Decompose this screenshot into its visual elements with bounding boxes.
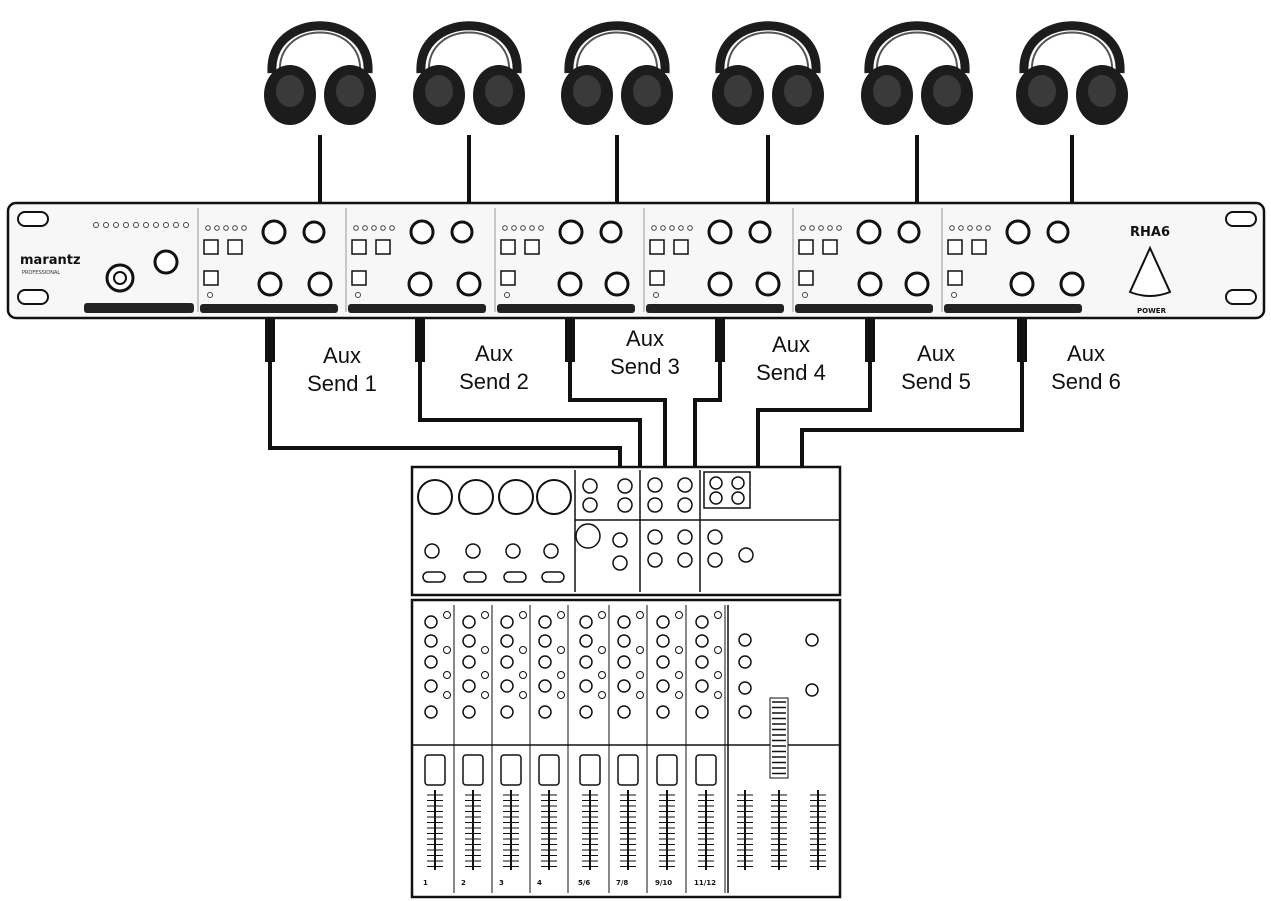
mixer-channel-3: 3	[499, 605, 531, 893]
headphone-2	[413, 26, 525, 125]
aux-send-plug-3	[565, 318, 575, 362]
amp-input-jack-1	[257, 271, 283, 297]
mixer-channel-label-3: 3	[499, 879, 504, 887]
amp-channel-5	[792, 208, 933, 313]
amp-level-knob-3	[558, 219, 584, 245]
mixer-level-meter	[769, 697, 789, 779]
mixer-channel-1: 1	[423, 605, 455, 893]
mixer-usb-block	[703, 471, 751, 509]
amp-channel-3	[494, 208, 635, 313]
amp-channel-2	[345, 208, 486, 313]
amp-balance-knob-6	[1046, 220, 1070, 244]
brand-sub: PROFESSIONAL	[22, 270, 60, 276]
mixer-channel-label-4: 4	[537, 879, 542, 887]
amp-balance-knob-2	[450, 220, 474, 244]
mic-input-1	[417, 479, 453, 515]
mixer-channel-8: 11/12	[694, 605, 726, 893]
headphone-amplifier: marantz PROFESSIONAL RHA6 POWER	[6, 201, 1266, 320]
amp-headphone-jack-2	[456, 271, 482, 297]
amp-headphone-jack-1	[307, 271, 333, 297]
mixer-channel-label-6: 7/8	[616, 879, 628, 887]
mixer-channel-label-1: 1	[423, 879, 428, 887]
headphone-cables	[318, 135, 1074, 212]
amp-channel-6	[941, 208, 1085, 313]
headphone-6	[1016, 26, 1128, 125]
aux-send-plug-2	[415, 318, 425, 362]
amp-level-knob-2	[409, 219, 435, 245]
mixer-channel-label-2: 2	[461, 879, 466, 887]
mic-input-3	[498, 479, 534, 515]
aux-send-cable-4	[693, 330, 722, 467]
aux-send-plug-4	[715, 318, 725, 362]
headphone-5	[861, 26, 973, 125]
amp-input-jack-6	[1009, 271, 1035, 297]
amp-level-knob-1	[261, 219, 287, 245]
brand-logo: marantz	[20, 253, 81, 268]
amp-level-knob-5	[856, 219, 882, 245]
amp-balance-knob-3	[599, 220, 623, 244]
mixer-channel-7: 9/10	[655, 605, 687, 893]
amp-input-jack-4	[707, 271, 733, 297]
headphone-1	[264, 26, 376, 125]
amp-input-jack-2	[407, 271, 433, 297]
aux-send-cable-1	[268, 330, 622, 467]
amp-headphone-jack-5	[904, 271, 930, 297]
mic-input-4	[536, 479, 572, 515]
amp-balance-knob-4	[748, 220, 772, 244]
power-button	[1128, 245, 1172, 297]
amp-headphone-jack-4	[755, 271, 781, 297]
mixer-channel-4: 4	[537, 605, 569, 893]
amp-headphone-jack-3	[604, 271, 630, 297]
amp-channel-1	[197, 208, 338, 313]
mic-input-2	[458, 479, 494, 515]
mixer-channel-5: 5/6	[578, 605, 610, 893]
mixer-channel-label-7: 9/10	[655, 879, 672, 887]
amp-headphone-jack-6	[1059, 271, 1085, 297]
amp-input-jack-5	[857, 271, 883, 297]
amp-balance-knob-1	[302, 220, 326, 244]
amp-balance-knob-5	[897, 220, 921, 244]
aux-send-cable-3	[568, 330, 667, 467]
mixer-channel-6: 7/8	[616, 605, 648, 893]
aux-send-cable-6	[800, 330, 1024, 467]
amp-channel-4	[643, 208, 784, 313]
headphone-4	[712, 26, 824, 125]
amp-level-knob-4	[707, 219, 733, 245]
aux-send-cable-5	[756, 330, 872, 467]
aux-send-plug-1	[265, 318, 275, 362]
input-level-knob	[153, 249, 179, 275]
aux-send-plug-5	[865, 318, 875, 362]
mixer-channel-2: 2	[461, 605, 493, 893]
aux-send-plug-6	[1017, 318, 1027, 362]
mixer-channel-label-8: 11/12	[694, 879, 716, 887]
power-label: POWER	[1137, 307, 1167, 315]
mixing-console: 1 2 3 4 5/6 7/8 9/10 11/12	[410, 465, 842, 899]
aux-send-cable-2	[418, 330, 642, 467]
model-name: RHA6	[1130, 225, 1170, 240]
headphone-3	[561, 26, 673, 125]
aux-send-cables	[265, 318, 1027, 467]
amp-level-knob-6	[1005, 219, 1031, 245]
mixer-channel-label-5: 5/6	[578, 879, 590, 887]
amp-input-jack-3	[557, 271, 583, 297]
